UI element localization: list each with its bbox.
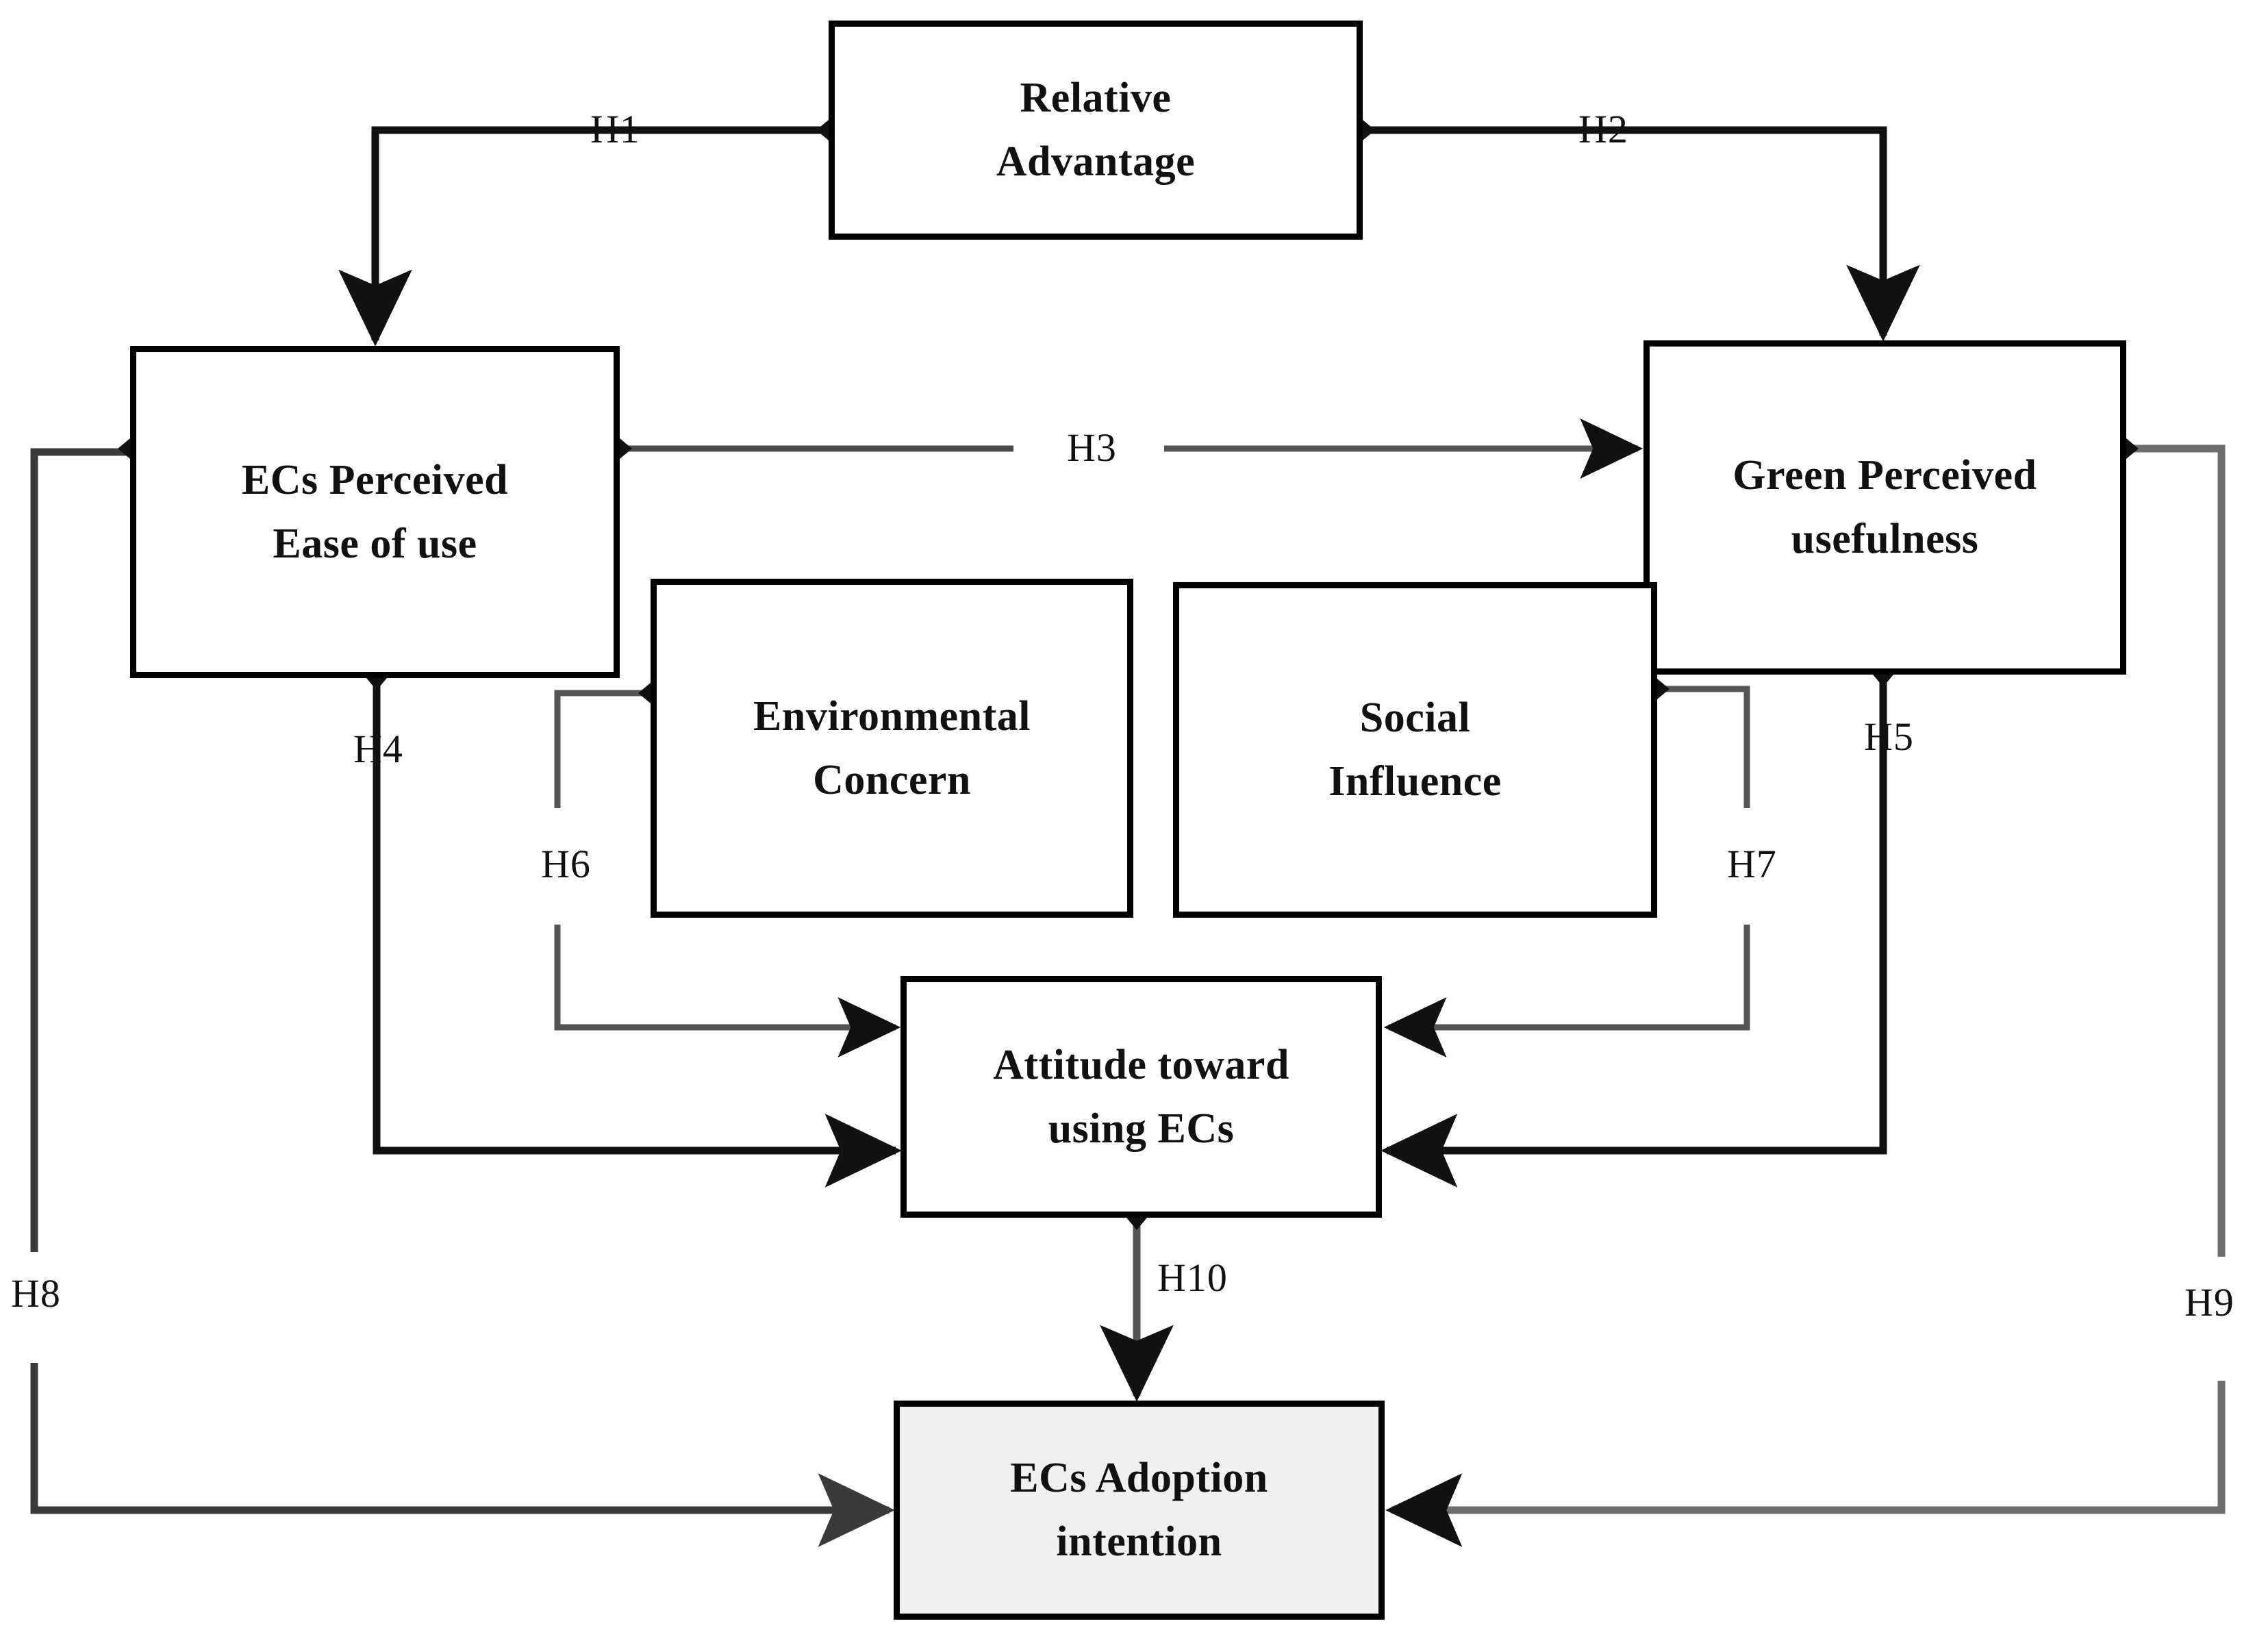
node-environmental-concern[interactable]: Environmental Concern [651,579,1133,918]
hypothesis-label-h7: H7 [1727,842,1777,886]
node-label-line1: Green Perceived [1732,452,2037,499]
connector-h7 [1657,686,1750,808]
hypothesis-label-h9: H9 [2184,1280,2234,1325]
node-label-line2: Concern [813,756,971,803]
node-green-perceived-usefulness[interactable]: Green Perceived usefulness [1643,340,2126,675]
node-label-line2: Influence [1328,758,1502,805]
node-label-line1: ECs Perceived [241,456,509,503]
node-label-line1: Relative [1020,75,1172,121]
tail-marker-ec-left [638,683,651,703]
tail-marker-relative-advantage-left [816,120,829,140]
connector-h1 [338,126,829,347]
hypothesis-label-h10: H10 [1157,1255,1228,1300]
connector-h9-tail [1385,1381,2226,1547]
node-label-line2: Advantage [996,138,1196,185]
connector-h5 [1381,675,1887,1188]
connector-h2 [1363,126,1920,342]
hypothesis-label-h6: H6 [541,842,591,886]
tail-marker-si-right [1657,679,1670,699]
hypothesis-label-h5: H5 [1864,714,1914,759]
hypothesis-label-h8: H8 [11,1271,61,1316]
tail-marker-relative-advantage-right [1363,120,1375,140]
node-label-line2: Ease of use [273,520,477,567]
hypothesis-label-h4: H4 [353,727,403,771]
tail-marker-ease-bottom [366,678,387,690]
connector-h4 [373,678,902,1188]
connector-h9 [2126,444,2226,1257]
connector-h8 [30,448,130,1252]
connector-h8-tail [30,1363,895,1547]
tail-marker-gpu-right [2126,438,2139,459]
node-label-line1: Environmental [753,692,1031,740]
node-label-line2: using ECs [1048,1105,1235,1152]
node-relative-advantage[interactable]: Relative Advantage [829,21,1363,240]
tail-marker-attitude-bottom [1126,1218,1147,1230]
node-attitude-toward-using-ecs[interactable]: Attitude toward using ECs [900,976,1382,1218]
hypothesis-label-h1: H1 [590,107,640,151]
node-label-line2: intention [1056,1518,1222,1565]
connector-h6-tail [554,925,901,1058]
node-ecs-adoption-intention[interactable]: ECs Adoption intention [894,1401,1385,1620]
node-label-line1: Social [1359,694,1471,741]
hypothesis-label-h2: H2 [1578,107,1628,151]
tail-marker-ease-left [118,438,130,459]
node-label-line1: Attitude toward [993,1041,1289,1088]
connector-h6 [554,690,651,808]
tail-marker-ease-right [620,438,632,459]
node-social-influence[interactable]: Social Influence [1173,582,1657,918]
node-label-line2: usefulness [1791,516,1979,562]
node-label-line1: ECs Adoption [1010,1455,1268,1501]
hypothesis-label-h3: H3 [1067,425,1117,470]
connector-h7-tail [1383,925,1750,1058]
tail-marker-gpu-bottom [1873,675,1893,687]
node-ecs-perceived-ease[interactable]: ECs Perceived Ease of use [130,346,620,678]
